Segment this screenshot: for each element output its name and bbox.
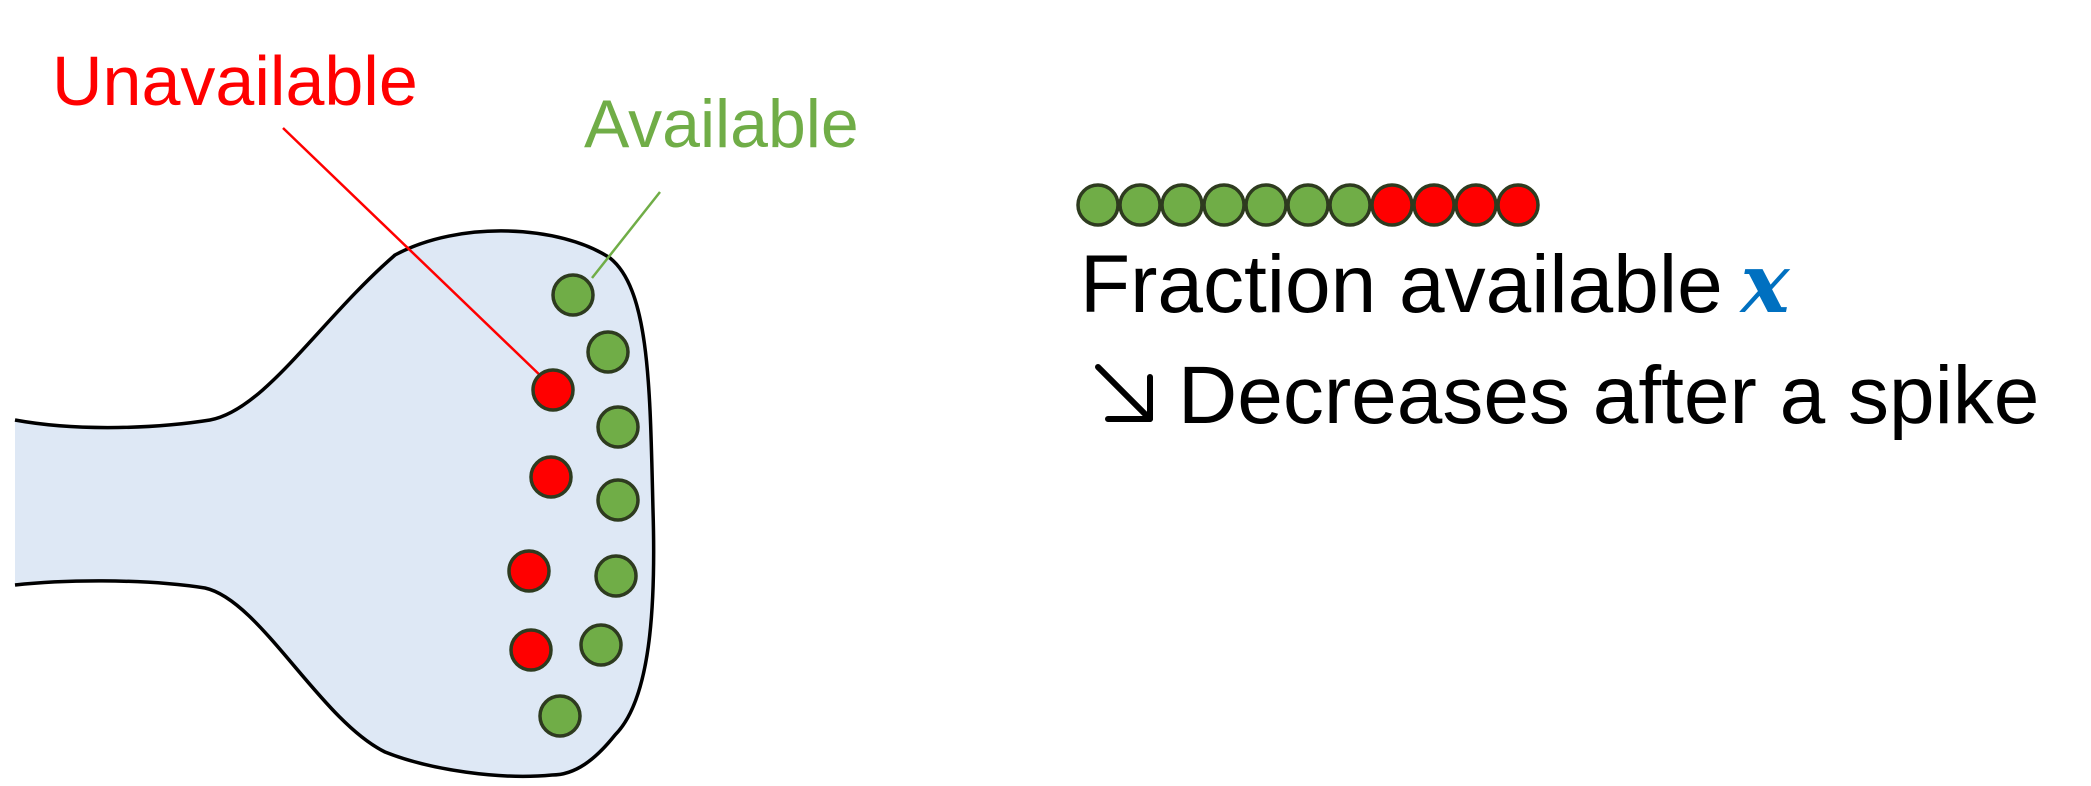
- bar-unavailable-vesicle: [1454, 183, 1498, 227]
- unavailable-vesicle: [529, 455, 573, 499]
- available-vesicle: [538, 694, 582, 738]
- vesicle-fraction-bar: [1076, 183, 1540, 227]
- unavailable-vesicle: [507, 549, 551, 593]
- bar-unavailable-vesicle: [1412, 183, 1456, 227]
- available-vesicle: [596, 478, 640, 522]
- south-east-arrow-icon: [1095, 364, 1153, 422]
- bar-unavailable-vesicle: [1370, 183, 1414, 227]
- bar-available-vesicle: [1160, 183, 1204, 227]
- unavailable-vesicle: [531, 368, 575, 412]
- bar-unavailable-vesicle: [1496, 183, 1540, 227]
- bar-available-vesicle: [1328, 183, 1372, 227]
- bar-available-vesicle: [1286, 183, 1330, 227]
- available-vesicle: [586, 330, 630, 374]
- available-label: Available: [584, 86, 859, 162]
- available-pointer-line: [591, 191, 661, 279]
- terminal-vesicles: [507, 273, 640, 738]
- unavailable-pointer-line: [282, 127, 546, 381]
- bar-available-vesicle: [1244, 183, 1288, 227]
- unavailable-vesicle: [509, 628, 553, 672]
- bar-available-vesicle: [1076, 183, 1120, 227]
- bar-available-vesicle: [1202, 183, 1246, 227]
- presynaptic-terminal: [14, 229, 656, 778]
- available-vesicle: [594, 554, 638, 598]
- decrease-text: Decreases after a spike: [1178, 350, 2040, 441]
- available-vesicle: [579, 623, 623, 667]
- fraction-variable: x: [1740, 236, 1790, 332]
- available-vesicle: [551, 273, 595, 317]
- bar-available-vesicle: [1118, 183, 1162, 227]
- unavailable-label: Unavailable: [52, 42, 418, 120]
- available-vesicle: [596, 405, 640, 449]
- decrease-row: Decreases after a spike: [1090, 355, 2039, 437]
- fraction-available-text: Fraction available: [1080, 239, 1723, 330]
